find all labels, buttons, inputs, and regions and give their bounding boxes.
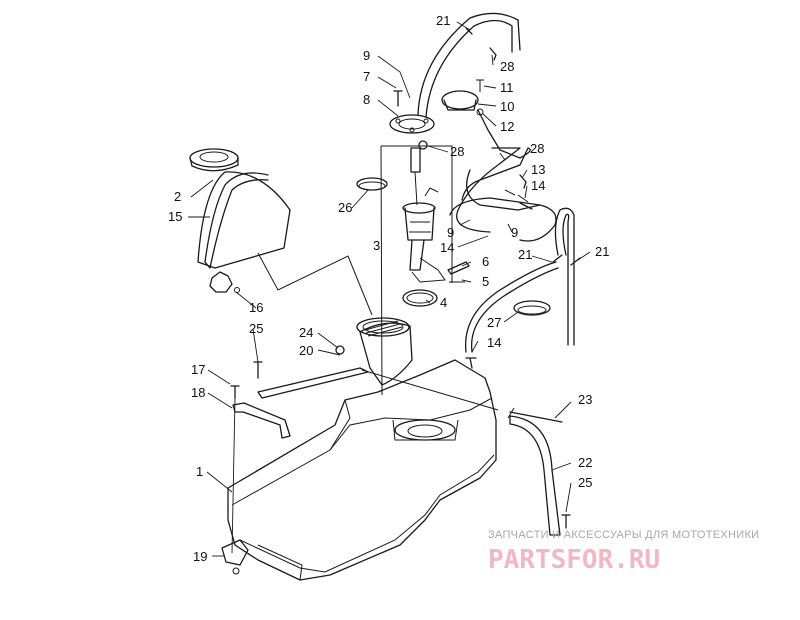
pressure-regulator — [441, 79, 484, 116]
screw-25-left — [253, 361, 263, 379]
screw-7 — [393, 90, 403, 107]
foot-19 — [221, 539, 249, 566]
callout-21-mid: 21 — [518, 247, 532, 262]
callout-27: 27 — [487, 315, 501, 330]
callout-3: 3 — [373, 238, 380, 253]
callout-16: 16 — [249, 300, 263, 315]
fitting-14 — [519, 202, 533, 210]
callout-14-a: 14 — [531, 178, 545, 193]
callout-11: 11 — [500, 80, 514, 95]
fuel-cap — [189, 148, 239, 172]
callout-8: 8 — [363, 92, 370, 107]
callout-24: 24 — [299, 325, 313, 340]
callout-18: 18 — [191, 385, 205, 400]
clamp-26 — [356, 177, 388, 191]
fuel-pump-assembly — [380, 145, 453, 396]
callout-2: 2 — [174, 189, 181, 204]
reference-frame — [257, 252, 373, 316]
plug-28 — [489, 47, 497, 61]
fuel-line-lower — [456, 147, 521, 233]
callout-20: 20 — [299, 343, 313, 358]
callout-17: 17 — [191, 362, 205, 377]
callout-14-b: 14 — [440, 240, 454, 255]
pump-flange — [389, 114, 435, 134]
callout-26: 26 — [338, 200, 352, 215]
callout-7: 7 — [363, 69, 370, 84]
callout-14-c: 14 — [487, 335, 501, 350]
callout-12: 12 — [500, 119, 514, 134]
o-ring — [402, 289, 438, 307]
bracket-18 — [232, 402, 291, 439]
callout-9-top: 9 — [363, 48, 370, 63]
callout-22: 22 — [578, 455, 592, 470]
watermark-brand: PARTSFOR.RU — [488, 545, 660, 575]
hose-9-lower — [449, 197, 557, 242]
watermark: ЗАПЧАСТИ И АКСЕССУАРЫ ДЛЯ МОТОТЕХНИКИ PA… — [488, 529, 759, 575]
callout-13: 13 — [531, 162, 545, 177]
strap-22 — [509, 415, 561, 536]
callout-28-mid-right: 28 — [530, 141, 544, 156]
callout-labels: 21 28 9 7 8 11 10 12 28 28 13 14 2 15 26… — [168, 13, 609, 564]
cap-shield — [197, 171, 291, 269]
fitting-28a — [418, 140, 428, 150]
fitting-6 — [447, 261, 470, 275]
callout-21-right: 21 — [595, 244, 609, 259]
callout-9-right: 9 — [511, 225, 518, 240]
watermark-tagline: ЗАПЧАСТИ И АКСЕССУАРЫ ДЛЯ МОТОТЕХНИКИ — [488, 529, 759, 541]
callout-21-top: 21 — [436, 13, 450, 28]
bolt-23 — [509, 411, 563, 423]
callout-6: 6 — [482, 254, 489, 269]
callout-19: 19 — [193, 549, 207, 564]
callout-23: 23 — [578, 392, 592, 407]
retainer-clip — [209, 271, 233, 293]
callout-9-mid: 9 — [447, 225, 454, 240]
hose-21-top — [417, 12, 521, 118]
callout-25-right: 25 — [578, 475, 592, 490]
callout-1: 1 — [196, 464, 203, 479]
callout-25-left: 25 — [249, 321, 263, 336]
fuel-line-28 — [466, 169, 541, 211]
stud-17 — [230, 385, 240, 399]
filler-neck — [356, 317, 413, 386]
clamp-27 — [513, 300, 551, 316]
callout-4: 4 — [440, 295, 447, 310]
hose-21-right — [552, 207, 581, 346]
callout-28-mid-left: 28 — [450, 144, 464, 159]
callout-5: 5 — [482, 274, 489, 289]
hose-14 — [464, 261, 557, 353]
screw-25-right — [561, 514, 571, 529]
fuel-line-9 — [461, 109, 531, 201]
bolt-24 — [335, 345, 345, 355]
cap-tether — [204, 172, 269, 269]
strap-20 — [257, 367, 369, 399]
callout-15: 15 — [168, 209, 182, 224]
fuel-tank — [227, 359, 497, 581]
callout-10: 10 — [500, 99, 514, 114]
callout-28-top: 28 — [500, 59, 514, 74]
leader-lines — [188, 21, 591, 557]
